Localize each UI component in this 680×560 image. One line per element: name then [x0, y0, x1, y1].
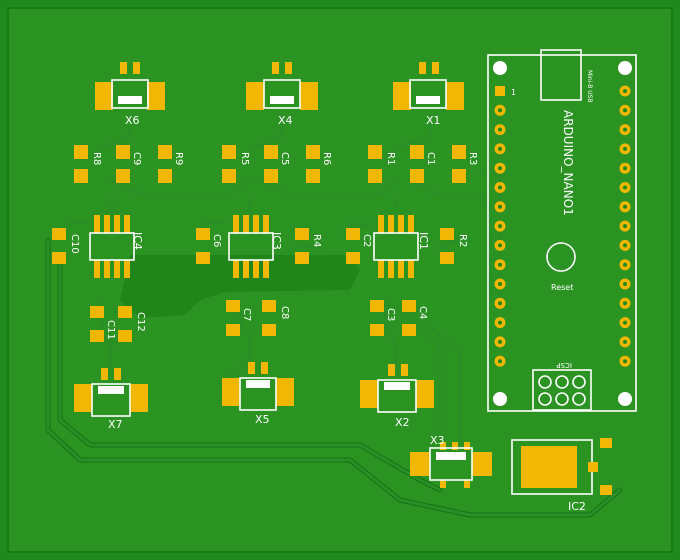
pin-drill: [623, 359, 627, 364]
icsp-header: [538, 375, 586, 406]
arduino-label: ARDUINO_NANO1: [561, 110, 575, 216]
pin-drill: [623, 262, 627, 267]
pin-drill: [498, 301, 502, 306]
ic4-group: C10 IC4: [52, 215, 144, 278]
header-pin: [495, 86, 505, 96]
x5-label: X5: [255, 413, 270, 426]
c6-label: C6: [211, 234, 222, 247]
x7-label: X7: [108, 418, 123, 431]
x2-label: X2: [395, 416, 410, 429]
pin-drill: [498, 127, 502, 132]
x4-label: X4: [278, 114, 293, 127]
pin1-label: 1: [511, 88, 516, 97]
pin-drill: [623, 146, 627, 151]
icsp-label: ICSP: [556, 361, 572, 369]
icsp-pin: [555, 392, 569, 406]
copper-pour: [120, 255, 360, 318]
c4-label: C4: [417, 306, 428, 319]
x6-label: X6: [125, 114, 140, 127]
reset-label: Reset: [551, 283, 573, 292]
c11-label: C11: [105, 320, 116, 340]
pin-drill: [498, 185, 502, 190]
pin-drill: [498, 359, 502, 364]
pin-drill: [623, 301, 627, 306]
c8-label: C8: [279, 306, 290, 319]
pin-drill: [623, 339, 627, 344]
pin-drill: [498, 166, 502, 171]
pin-drill: [498, 262, 502, 267]
c3-label: C3: [385, 308, 396, 321]
arduino-nano: Mini-B USB ARDUINO_NANO1 1 Reset ICSP: [487, 49, 637, 412]
pin-drill: [623, 282, 627, 286]
arduino-right-header: [619, 85, 631, 367]
mount-hole: [493, 392, 507, 406]
pin-drill: [623, 166, 627, 171]
icsp-pin: [572, 392, 586, 406]
connector-x3: X3: [410, 434, 492, 488]
x3-label: X3: [430, 434, 445, 447]
pin-drill: [623, 204, 627, 209]
usb-connector-outline: [540, 49, 582, 101]
c7-label: C7: [241, 308, 252, 321]
r9-label: R9: [173, 152, 184, 165]
r4-label: R4: [311, 234, 322, 247]
pin-drill: [623, 89, 627, 93]
reset-button-outline: [546, 242, 576, 272]
connector-x1: X1: [393, 62, 464, 127]
c1-label: C1: [425, 152, 436, 165]
arduino-outline: [487, 54, 637, 412]
icsp-outline: [532, 369, 592, 411]
pin-drill: [623, 243, 627, 248]
pin-drill: [498, 224, 502, 229]
pin-drill: [498, 282, 502, 286]
r8-label: R8: [91, 152, 102, 165]
ic3-label: IC3: [270, 232, 283, 250]
connector-x2: X2: [360, 364, 434, 429]
c9-label: C9: [131, 152, 142, 165]
r1-label: R1: [385, 152, 396, 165]
r2-label: R2: [457, 234, 468, 247]
ic2-regulator: IC2: [511, 438, 612, 513]
ic2-label: IC2: [568, 500, 586, 513]
connector-x7: X7: [74, 368, 148, 431]
c5-label: C5: [279, 152, 290, 165]
pin-drill: [498, 339, 502, 344]
pin-drill: [498, 146, 502, 151]
icsp-pin: [538, 375, 552, 389]
passives-lower: C11 C12 C7 C8 C3 C4: [90, 300, 428, 342]
x1-label: X1: [426, 114, 441, 127]
usb-label: Mini-B USB: [586, 70, 593, 103]
r5-label: R5: [239, 152, 250, 165]
pin-drill: [623, 127, 627, 132]
pin-drill: [623, 185, 627, 190]
ic1-group: C2 IC1 R2: [346, 215, 468, 278]
pin-drill: [498, 204, 502, 209]
ic3-group: C6 IC3 R4: [196, 215, 322, 278]
mount-hole: [493, 61, 507, 75]
pin-drill: [623, 320, 627, 325]
c2-label: C2: [361, 234, 372, 247]
ic4-label: IC4: [131, 232, 144, 250]
passives-top-row: R8 C9 R9 R5 C5 R6 R1 C1 R3: [74, 145, 478, 183]
pin-drill: [623, 224, 627, 229]
mount-hole: [618, 392, 632, 406]
connector-x4: X4: [246, 62, 318, 127]
connector-x5: X5: [222, 362, 294, 426]
c12-label: C12: [135, 312, 146, 332]
pin-drill: [498, 320, 502, 325]
r6-label: R6: [321, 152, 332, 165]
r3-label: R3: [467, 152, 478, 165]
icsp-pin: [555, 375, 569, 389]
icsp-pin: [572, 375, 586, 389]
mount-hole: [618, 61, 632, 75]
pin-drill: [498, 108, 502, 113]
c10-label: C10: [69, 234, 80, 254]
ic1-label: IC1: [417, 232, 430, 250]
pin-drill: [623, 108, 627, 113]
connector-x6: X6: [95, 62, 165, 127]
pin-drill: [498, 243, 502, 248]
icsp-pin: [538, 392, 552, 406]
arduino-left-header: [494, 86, 506, 367]
